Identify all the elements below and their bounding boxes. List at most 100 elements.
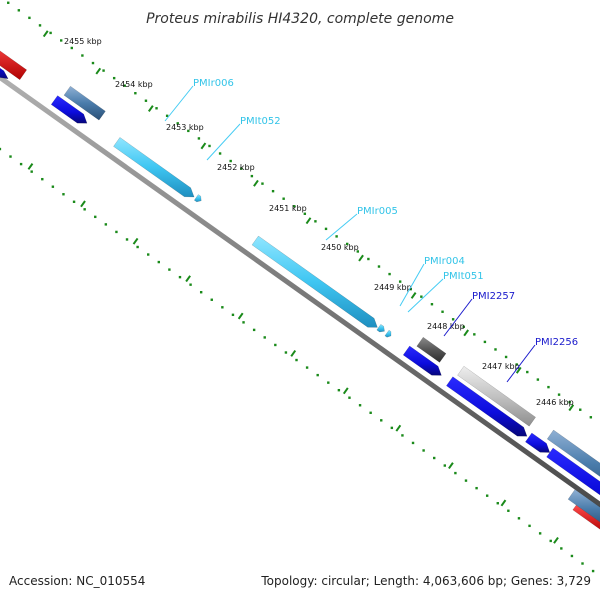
gene-label-pmit051[interactable]: PMIt051 <box>443 271 484 282</box>
ruler-minor-tick <box>144 99 148 102</box>
ruler-minor-tick <box>112 76 116 80</box>
tick-label-2454: 2454 kbp <box>115 80 153 89</box>
ruler-minor-tick <box>104 223 108 226</box>
ruler-minor-tick <box>168 268 171 271</box>
ruler-minor-tick <box>91 61 95 65</box>
ruler-minor-tick <box>401 434 404 437</box>
tick-labels: 2455 kbp 2454 kbp 2453 kbp 2452 kbp 2451… <box>64 37 574 407</box>
ruler-minor-tick <box>250 174 254 178</box>
gene-label-pmit052[interactable]: PMIt052 <box>240 116 281 127</box>
ruler-major-tick <box>342 387 349 395</box>
gene-label-pmir005[interactable]: PMIr005 <box>357 206 398 217</box>
ruler-minor-tick <box>358 404 362 407</box>
ruler-minor-tick <box>390 426 394 430</box>
ruler-minor-tick <box>380 419 383 422</box>
ruler-minor-tick <box>221 306 224 309</box>
ruler-minor-tick <box>517 517 521 520</box>
ruler-minor-tick <box>515 363 518 366</box>
ruler-major-tick <box>200 142 207 150</box>
gene-leader-lines <box>164 85 536 383</box>
ruler-minor-tick <box>581 562 584 565</box>
feature-blue-2[interactable] <box>446 376 528 437</box>
ruler-minor-tick <box>591 569 595 573</box>
ruler-minor-tick <box>284 351 288 354</box>
ruler-minor-tick <box>430 303 434 306</box>
ruler-major-tick <box>358 254 364 262</box>
ruler-major-tick <box>448 462 454 470</box>
ruler-minor-tick <box>271 189 275 193</box>
feature-steel-3[interactable] <box>567 489 600 529</box>
feature-red-right[interactable] <box>572 504 600 533</box>
gene-label-pmi2257[interactable]: PMI2257 <box>472 291 515 302</box>
ruler-minor-tick <box>199 291 203 294</box>
feature-cyan-pmir005[interactable] <box>251 235 378 328</box>
feature-blue-4[interactable] <box>546 447 600 517</box>
ruler-major-tick <box>42 30 49 38</box>
ruler-minor-tick <box>165 114 169 118</box>
ruler-minor-tick <box>411 441 415 445</box>
ruler-minor-tick <box>327 381 330 384</box>
ruler-minor-tick <box>560 547 563 550</box>
feature-cyan-pmit051[interactable] <box>384 329 392 338</box>
ruler-minor-tick <box>377 265 381 268</box>
ruler-minor-tick <box>178 275 182 279</box>
outer-tick-ruler <box>7 1 593 419</box>
ruler-minor-tick <box>462 325 465 329</box>
ruler-minor-tick <box>348 396 351 399</box>
tick-label-2453: 2453 kbp <box>166 123 204 132</box>
feature-navy-left[interactable] <box>0 52 9 80</box>
feature-steel-1[interactable] <box>63 85 106 121</box>
ruler-minor-tick <box>504 355 508 359</box>
topology-text: Topology: circular; Length: 4,063,606 bp… <box>260 574 591 588</box>
ruler-major-tick <box>132 237 139 245</box>
inner-tick-ruler <box>0 147 595 573</box>
ruler-major-tick <box>237 312 244 320</box>
feature-cyan-pmit052[interactable] <box>193 194 202 203</box>
ruler-minor-tick <box>197 137 201 140</box>
ruler-major-tick <box>147 105 154 112</box>
feature-red-left[interactable] <box>0 41 28 81</box>
features <box>0 41 600 533</box>
ruler-minor-tick <box>72 200 76 203</box>
ruler-major-tick <box>395 424 402 432</box>
ruler-minor-tick <box>263 336 266 339</box>
ruler-minor-tick <box>28 16 31 20</box>
ruler-minor-tick <box>409 287 412 291</box>
tick-label-2452: 2452 kbp <box>217 163 255 172</box>
ruler-major-tick <box>80 200 86 208</box>
ruler-minor-tick <box>62 193 65 196</box>
ruler-minor-tick <box>475 486 478 490</box>
ruler-major-tick <box>95 67 102 75</box>
ruler-minor-tick <box>134 92 137 95</box>
ruler-minor-tick <box>252 328 256 332</box>
ruler-minor-tick <box>189 283 192 286</box>
ruler-minor-tick <box>293 205 296 208</box>
feature-blue-pmi2256[interactable] <box>402 345 442 376</box>
ruler-minor-tick <box>261 182 264 185</box>
feature-steel-2[interactable] <box>546 429 600 498</box>
ruler-minor-tick <box>528 524 531 528</box>
ruler-minor-tick <box>30 170 33 173</box>
feature-darkgray-pmi2257[interactable] <box>416 336 447 363</box>
feature-lightgray[interactable] <box>457 365 536 427</box>
feature-blue-1[interactable] <box>50 95 88 124</box>
gene-label-pmir006[interactable]: PMIr006 <box>193 78 234 89</box>
feature-cyan-pmir006[interactable] <box>113 137 195 198</box>
ruler-minor-tick <box>314 220 317 223</box>
gene-label-pmi2256[interactable]: PMI2256 <box>535 337 578 348</box>
ruler-minor-tick <box>229 159 232 163</box>
ruler-minor-tick <box>303 212 307 215</box>
tick-label-2448: 2448 kbp <box>427 322 465 331</box>
ruler-minor-tick <box>538 532 542 535</box>
ruler-minor-tick <box>125 238 129 241</box>
feature-blue-3[interactable] <box>525 432 551 453</box>
ruler-minor-tick <box>473 333 476 336</box>
ruler-minor-tick <box>60 39 63 42</box>
ruler-minor-tick <box>496 502 499 505</box>
ruler-minor-tick <box>337 388 341 392</box>
ruler-minor-tick <box>441 310 444 313</box>
ruler-minor-tick <box>483 340 487 344</box>
ruler-minor-tick <box>9 155 12 158</box>
feature-cyan-pmir004[interactable] <box>376 323 385 333</box>
gene-label-pmir004[interactable]: PMIr004 <box>424 256 465 267</box>
